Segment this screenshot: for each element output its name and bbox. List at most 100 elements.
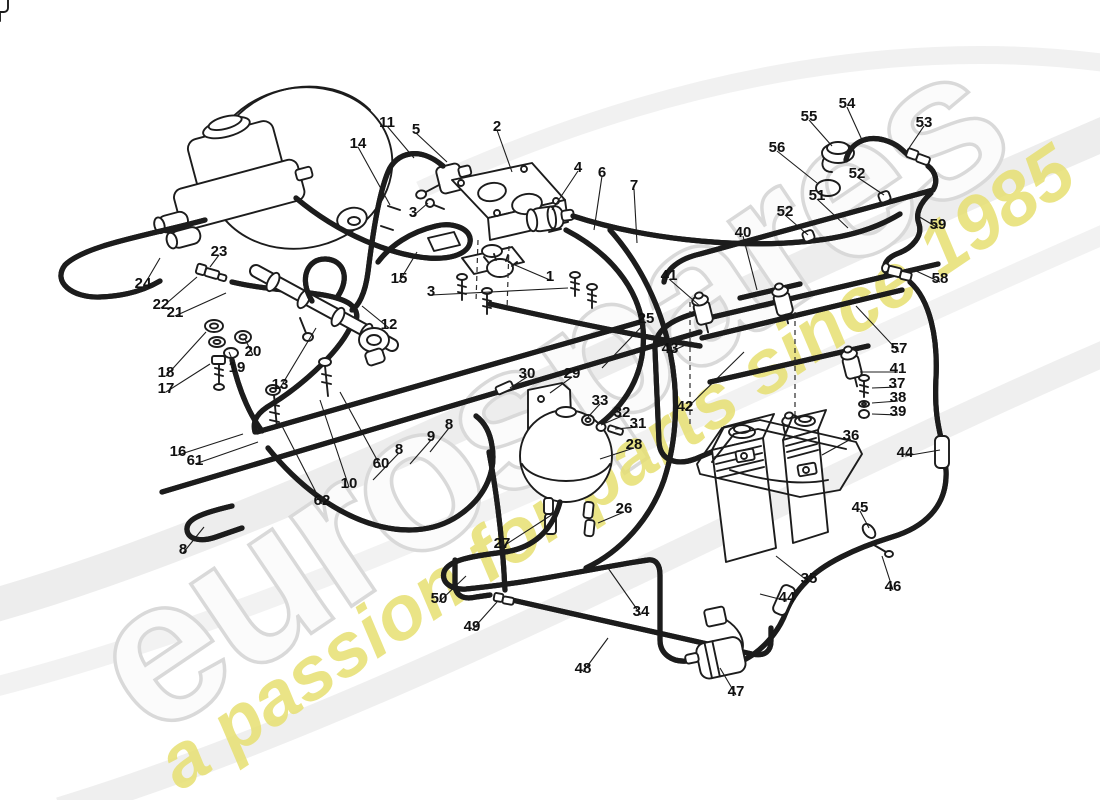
part-label-37: 37 — [889, 375, 906, 392]
check-valve — [525, 205, 575, 233]
leader-line-44 — [759, 593, 788, 602]
leader-line-25 — [601, 321, 647, 369]
carbon-canisters — [711, 409, 829, 563]
leader-line-51 — [816, 198, 849, 229]
leader-line-32 — [600, 415, 623, 426]
leader-line-10 — [319, 399, 350, 488]
part-label-36: 36 — [843, 427, 860, 444]
part-label-8: 8 — [179, 541, 187, 558]
part-label-52: 52 — [849, 165, 866, 182]
leader-line-1 — [507, 261, 551, 281]
leader-line-12 — [361, 305, 390, 329]
valve-hoses — [349, 154, 903, 439]
leader-line-33 — [587, 403, 601, 418]
leader-line-56 — [776, 150, 818, 184]
leader-line-28 — [599, 447, 635, 460]
diagram-artwork — [0, 0, 950, 680]
part-label-52: 52 — [777, 203, 794, 220]
part-label-8: 8 — [395, 441, 403, 458]
part-label-3: 3 — [409, 204, 417, 221]
part-label-46: 46 — [885, 578, 902, 595]
part-label-1: 1 — [546, 268, 554, 285]
part-label-15: 15 — [391, 270, 408, 287]
leader-line-46 — [881, 555, 894, 591]
part-label-41: 41 — [890, 360, 907, 377]
part-label-18: 18 — [158, 364, 175, 381]
part-label-24: 24 — [135, 275, 152, 292]
leader-line-8 — [372, 452, 400, 481]
leader-line-50 — [438, 575, 467, 603]
part-label-41: 41 — [661, 267, 678, 284]
leader-line-38 — [871, 400, 899, 404]
leader-line-62 — [281, 425, 323, 505]
part-label-26: 26 — [616, 500, 633, 517]
leader-line-37 — [871, 386, 898, 389]
vacuum-reservoir — [494, 380, 624, 538]
connector-53 — [905, 147, 931, 166]
part-label-22: 22 — [153, 296, 170, 313]
leader-line-29 — [549, 376, 573, 394]
leader-line-8 — [429, 427, 450, 453]
master-cylinder — [153, 114, 314, 250]
leader-line-6 — [593, 175, 603, 231]
part-label-32: 32 — [614, 404, 631, 421]
part-label-44: 44 — [897, 444, 914, 461]
leader-line-54 — [846, 106, 863, 141]
leader-line-43 — [669, 341, 693, 353]
leader-line-5 — [415, 132, 448, 163]
leader-line-34 — [607, 567, 642, 616]
part-label-8: 8 — [445, 416, 453, 433]
valve-fixings — [858, 374, 870, 419]
part-label-28: 28 — [626, 436, 643, 453]
part-label-2: 2 — [493, 118, 501, 135]
leader-line-11 — [386, 125, 415, 159]
purge-solenoid — [415, 162, 473, 200]
leader-line-42 — [684, 351, 745, 411]
part-label-50: 50 — [431, 590, 448, 607]
leader-line-45 — [859, 510, 870, 529]
part-label-62: 62 — [314, 492, 331, 509]
part-label-60: 60 — [373, 455, 390, 472]
part-label-31: 31 — [630, 415, 647, 432]
part-label-43: 43 — [662, 340, 679, 357]
part-label-14: 14 — [350, 135, 367, 152]
leader-line-30 — [509, 376, 528, 389]
leader-line-3 — [412, 202, 429, 217]
fuel-rail — [249, 259, 399, 367]
leader-line-15 — [398, 251, 418, 283]
leader-line-39 — [871, 413, 899, 416]
part-label-19: 19 — [229, 359, 246, 376]
leader-line-47 — [719, 667, 737, 696]
part-label-17: 17 — [158, 380, 175, 397]
part-label-33: 33 — [592, 392, 609, 409]
leader-line-23 — [209, 254, 220, 268]
leader-line-58 — [913, 269, 941, 283]
part-label-3: 3 — [427, 283, 435, 300]
leader-line-53 — [904, 125, 925, 155]
part-label-49: 49 — [464, 618, 481, 635]
part-label-61: 61 — [187, 452, 204, 469]
leader-line-57 — [855, 305, 900, 353]
part-label-51: 51 — [809, 187, 826, 204]
leader-line-16 — [177, 433, 244, 456]
leader-line-2 — [496, 129, 513, 173]
part-label-42: 42 — [677, 398, 694, 415]
part-label-45: 45 — [852, 499, 869, 516]
plate-bracket — [427, 231, 525, 311]
leader-line-41 — [668, 278, 701, 307]
part-label-40: 40 — [735, 224, 752, 241]
part-label-57: 57 — [891, 340, 908, 357]
leader-line-9 — [409, 439, 432, 465]
part-label-21: 21 — [167, 304, 184, 321]
part-label-5: 5 — [412, 121, 420, 138]
part-label-13: 13 — [272, 376, 289, 393]
part-label-4: 4 — [574, 159, 583, 176]
leader-line-20 — [244, 338, 254, 356]
leader-line-24 — [142, 257, 161, 288]
part-label-6: 6 — [598, 164, 606, 181]
leader-line-61 — [194, 441, 259, 465]
part-label-27: 27 — [494, 535, 511, 552]
leader-line-8 — [182, 526, 205, 554]
